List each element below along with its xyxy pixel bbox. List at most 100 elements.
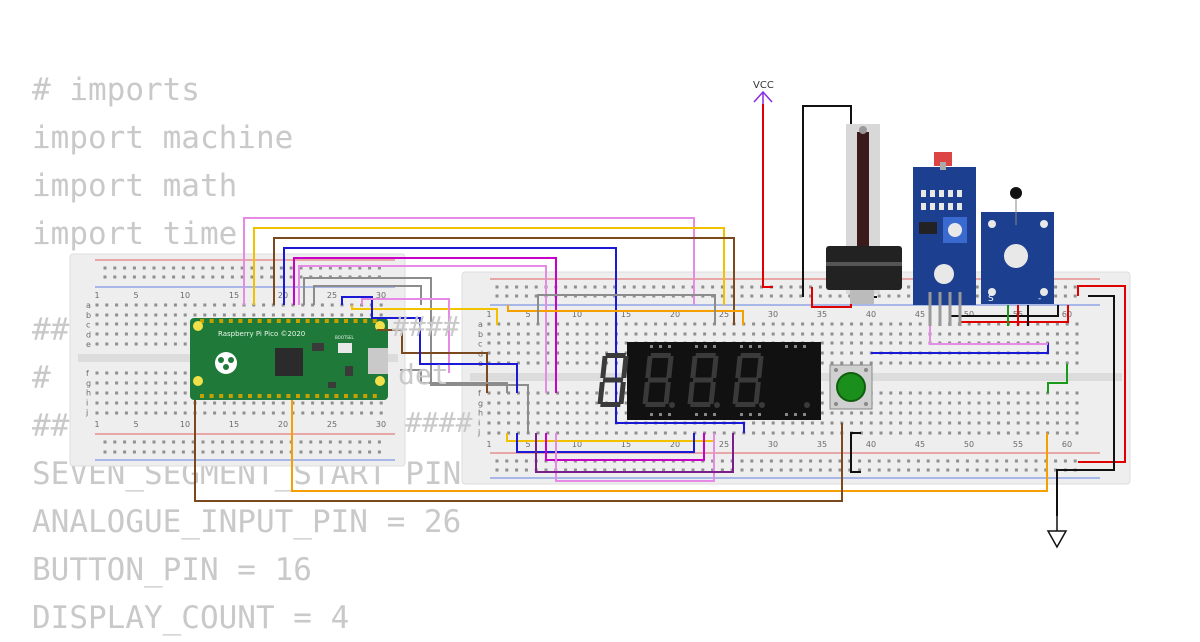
column-number: 10 bbox=[572, 440, 582, 449]
column-number: 35 bbox=[817, 440, 827, 449]
column-number: 20 bbox=[670, 440, 680, 449]
column-number: 25 bbox=[719, 440, 729, 449]
raspberry-pi-pico: Raspberry Pi Pico ©2020 BOOTSEL bbox=[190, 318, 388, 400]
raspberry-logo-icon bbox=[215, 352, 237, 374]
column-number: 55 bbox=[1013, 440, 1023, 449]
column-number: 15 bbox=[621, 440, 631, 449]
code-line: # imports bbox=[32, 72, 200, 108]
column-number: 15 bbox=[229, 291, 239, 300]
jumper-wire bbox=[341, 296, 373, 305]
push-button bbox=[829, 364, 873, 410]
jumper-wire bbox=[303, 277, 529, 433]
jumper-wire bbox=[273, 237, 735, 325]
slide-potentiometer bbox=[826, 124, 902, 304]
column-number: 40 bbox=[866, 310, 876, 319]
column-number: 15 bbox=[229, 420, 239, 429]
column-number: 50 bbox=[964, 310, 974, 319]
column-number: 5 bbox=[525, 440, 530, 449]
jumper-wire bbox=[871, 343, 1049, 354]
vcc-label: VCC bbox=[753, 80, 774, 91]
column-number: 10 bbox=[572, 310, 582, 319]
column-number: 10 bbox=[180, 420, 190, 429]
jumper-wire bbox=[802, 105, 852, 297]
sensor-pin-label: - bbox=[1038, 294, 1041, 304]
column-number: 1 bbox=[94, 291, 99, 300]
column-number: 30 bbox=[376, 291, 386, 300]
vcc-arrow-icon bbox=[753, 90, 773, 104]
column-number: 20 bbox=[278, 420, 288, 429]
jumper-wire bbox=[1056, 295, 1115, 516]
jumper-wire bbox=[283, 247, 745, 433]
jumper-wire bbox=[243, 217, 695, 305]
column-number: 60 bbox=[1062, 440, 1072, 449]
jumper-wire bbox=[253, 227, 725, 305]
jumper-wire bbox=[535, 433, 734, 473]
code-line: # bbox=[32, 360, 88, 396]
jumper-wire bbox=[762, 104, 773, 288]
jumper-wire bbox=[545, 433, 705, 461]
light-sensor-module bbox=[913, 152, 976, 326]
column-number: 35 bbox=[817, 310, 827, 319]
code-fragment: det bbox=[398, 358, 449, 391]
pico-label: Raspberry Pi Pico ©2020 bbox=[218, 330, 305, 338]
column-number: 1 bbox=[486, 440, 491, 449]
code-line: import math bbox=[32, 168, 238, 204]
row-letter: b bbox=[478, 330, 483, 339]
code-fragment: #### bbox=[392, 310, 460, 343]
row-letter: a bbox=[478, 320, 483, 329]
column-number: 50 bbox=[964, 440, 974, 449]
column-number: 5 bbox=[133, 291, 138, 300]
ground-symbol-icon bbox=[1046, 516, 1068, 549]
jumper-wire bbox=[507, 305, 744, 325]
jumper-wire bbox=[537, 294, 716, 325]
column-number: 25 bbox=[327, 420, 337, 429]
jumper-wire bbox=[1047, 364, 1068, 393]
code-line: ## bbox=[32, 312, 88, 348]
row-letter: j bbox=[477, 428, 480, 437]
jumper-wire bbox=[850, 432, 861, 473]
jumper-wire bbox=[194, 400, 843, 502]
jumper-wire bbox=[516, 433, 695, 453]
jumper-wire bbox=[400, 369, 508, 393]
jumper-wire bbox=[371, 305, 518, 393]
column-number: 20 bbox=[670, 310, 680, 319]
jumper-wire bbox=[361, 298, 450, 373]
column-number: 30 bbox=[376, 420, 386, 429]
jumper-wire bbox=[298, 265, 547, 393]
row-letter: f bbox=[86, 369, 89, 378]
column-number: 5 bbox=[133, 420, 138, 429]
row-letter: b bbox=[86, 311, 91, 320]
row-letter: c bbox=[478, 340, 482, 349]
row-letter: a bbox=[86, 301, 91, 310]
jumper-wire bbox=[929, 326, 1048, 345]
jumper-wire bbox=[555, 433, 715, 482]
jumper-wire bbox=[811, 287, 852, 308]
column-number: 25 bbox=[719, 310, 729, 319]
row-letter: g bbox=[86, 379, 91, 388]
column-number: 1 bbox=[94, 420, 99, 429]
column-number: 45 bbox=[915, 440, 925, 449]
wires bbox=[194, 104, 1126, 516]
row-letter: i bbox=[86, 398, 88, 407]
seven-segment-display bbox=[597, 342, 821, 420]
code-line: ## bbox=[32, 408, 88, 444]
column-number: 1 bbox=[486, 310, 491, 319]
code-line: import time bbox=[32, 216, 238, 252]
code-line: BUTTON_PIN = 16 bbox=[32, 552, 312, 588]
column-number: 45 bbox=[915, 310, 925, 319]
row-letter: j bbox=[85, 408, 88, 417]
column-number: 5 bbox=[525, 310, 530, 319]
row-letter: h bbox=[478, 409, 483, 418]
row-letter: f bbox=[478, 389, 481, 398]
code-fragment: #### bbox=[405, 406, 473, 439]
row-letter: c bbox=[86, 321, 90, 330]
jumper-wire bbox=[313, 285, 422, 305]
column-number: 30 bbox=[768, 440, 778, 449]
row-letter: e bbox=[86, 340, 91, 349]
code-line: import machine bbox=[32, 120, 294, 156]
column-number: 10 bbox=[180, 291, 190, 300]
column-number: 15 bbox=[621, 310, 631, 319]
jumper-wire bbox=[291, 400, 1048, 492]
temperature-sensor-module: S - bbox=[981, 187, 1054, 304]
